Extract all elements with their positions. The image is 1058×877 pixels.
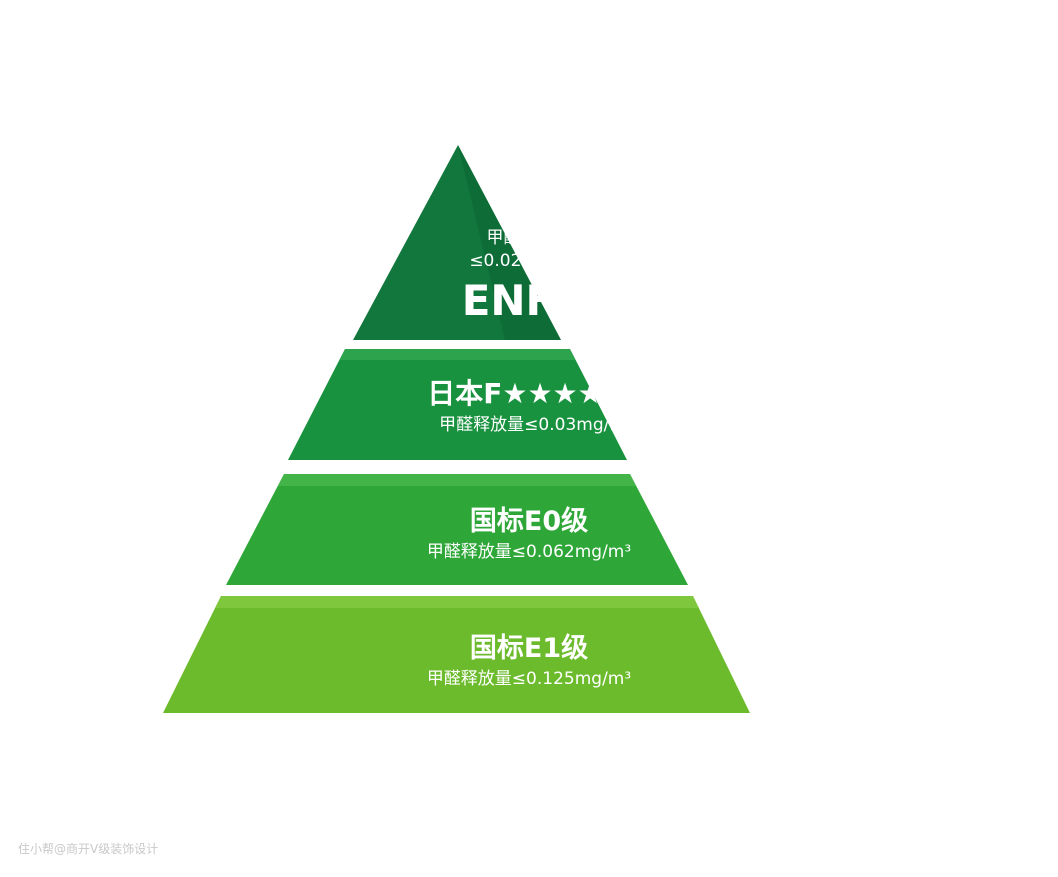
tier-enf-text: 新国标 甲醛释放量 ≤0.025mg/m³ ENF级 <box>0 207 1058 322</box>
tier-e1-text: 国标E1级 甲醛释放量≤0.125mg/m³ <box>0 635 1058 688</box>
tier-enf-shade <box>458 145 561 340</box>
tier-japan-shade <box>340 349 575 360</box>
tier-japan-shape <box>288 349 627 460</box>
tier-e0-shape <box>226 474 688 585</box>
tier-enf-line1: 新国标 <box>503 205 555 225</box>
tier-enf-line2: 甲醛释放量 <box>486 228 572 248</box>
tier-japan-grade: 日本F★★★★级 <box>427 377 631 410</box>
tier-e1-shade <box>215 596 699 608</box>
tier-e0-limit: 甲醛释放量≤0.062mg/m³ <box>426 542 632 562</box>
tier-enf-grade: ENF级 <box>461 276 597 325</box>
tier-japan-limit: 甲醛释放量≤0.03mg/L <box>439 415 619 435</box>
tier-enf-line3: ≤0.025mg/m³ <box>469 251 589 271</box>
tier-e1-limit: 甲醛释放量≤0.125mg/m³ <box>426 669 632 689</box>
tier-e0-text: 国标E0级 甲醛释放量≤0.062mg/m³ <box>0 508 1058 561</box>
tier-e1-shape <box>163 596 750 713</box>
tier-e1-grade: 国标E1级 <box>469 633 589 664</box>
tier-e0-shade <box>278 474 636 486</box>
tier-japan-text: 日本F★★★★级 甲醛释放量≤0.03mg/L <box>0 380 1058 434</box>
tier-e0-grade: 国标E0级 <box>469 506 589 537</box>
watermark: 住小帮@商开V级装饰设计 <box>18 842 159 856</box>
